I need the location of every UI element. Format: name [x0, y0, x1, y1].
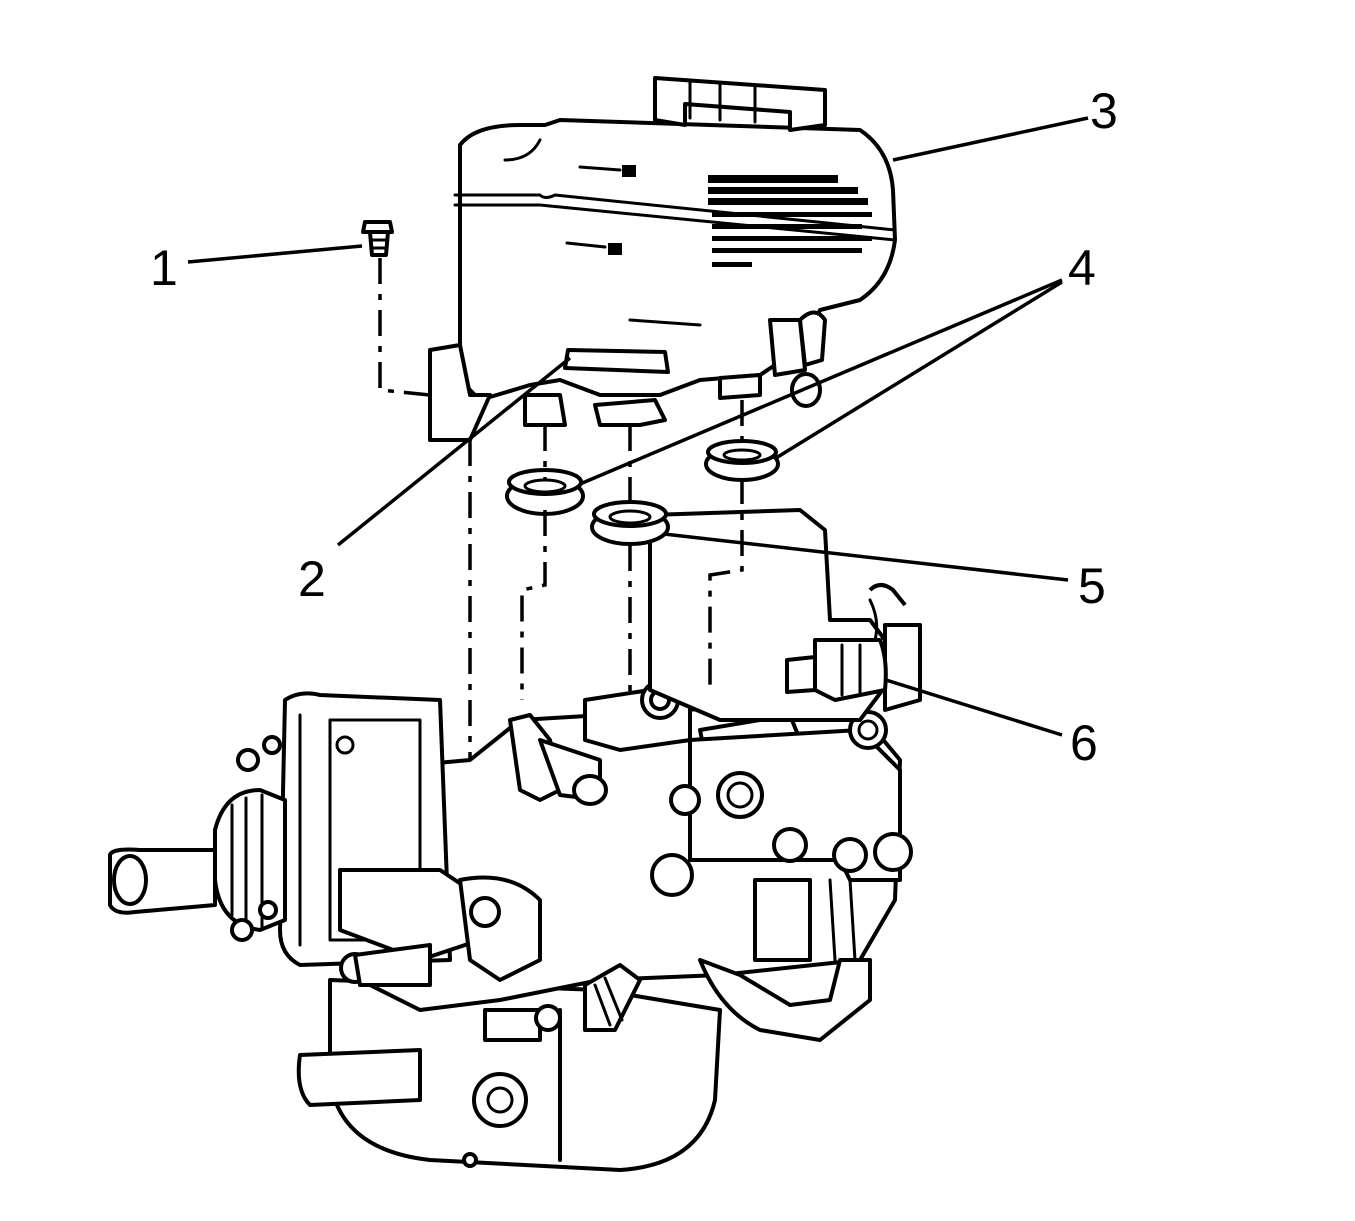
- callout-labels: 1 2 3 4 5 6: [150, 83, 1118, 771]
- grommet-left: [505, 468, 585, 516]
- grommet-center: [590, 500, 670, 546]
- callout-2: 2: [298, 551, 326, 607]
- leader-lines: [187, 116, 1089, 737]
- reservoir-warning-label: [708, 175, 872, 267]
- callout-5: 5: [1078, 558, 1106, 614]
- reservoir-bolt: [361, 220, 394, 257]
- electrical-connector: [785, 638, 888, 702]
- grommet-right: [704, 439, 780, 482]
- callout-6: 6: [1070, 715, 1098, 771]
- brake-modulator-assembly: [108, 508, 922, 1172]
- alignment-centerlines: [378, 258, 744, 760]
- callout-4: 4: [1068, 240, 1096, 296]
- fluid-reservoir: [428, 76, 897, 442]
- callout-1: 1: [150, 240, 178, 296]
- callout-3: 3: [1090, 83, 1118, 139]
